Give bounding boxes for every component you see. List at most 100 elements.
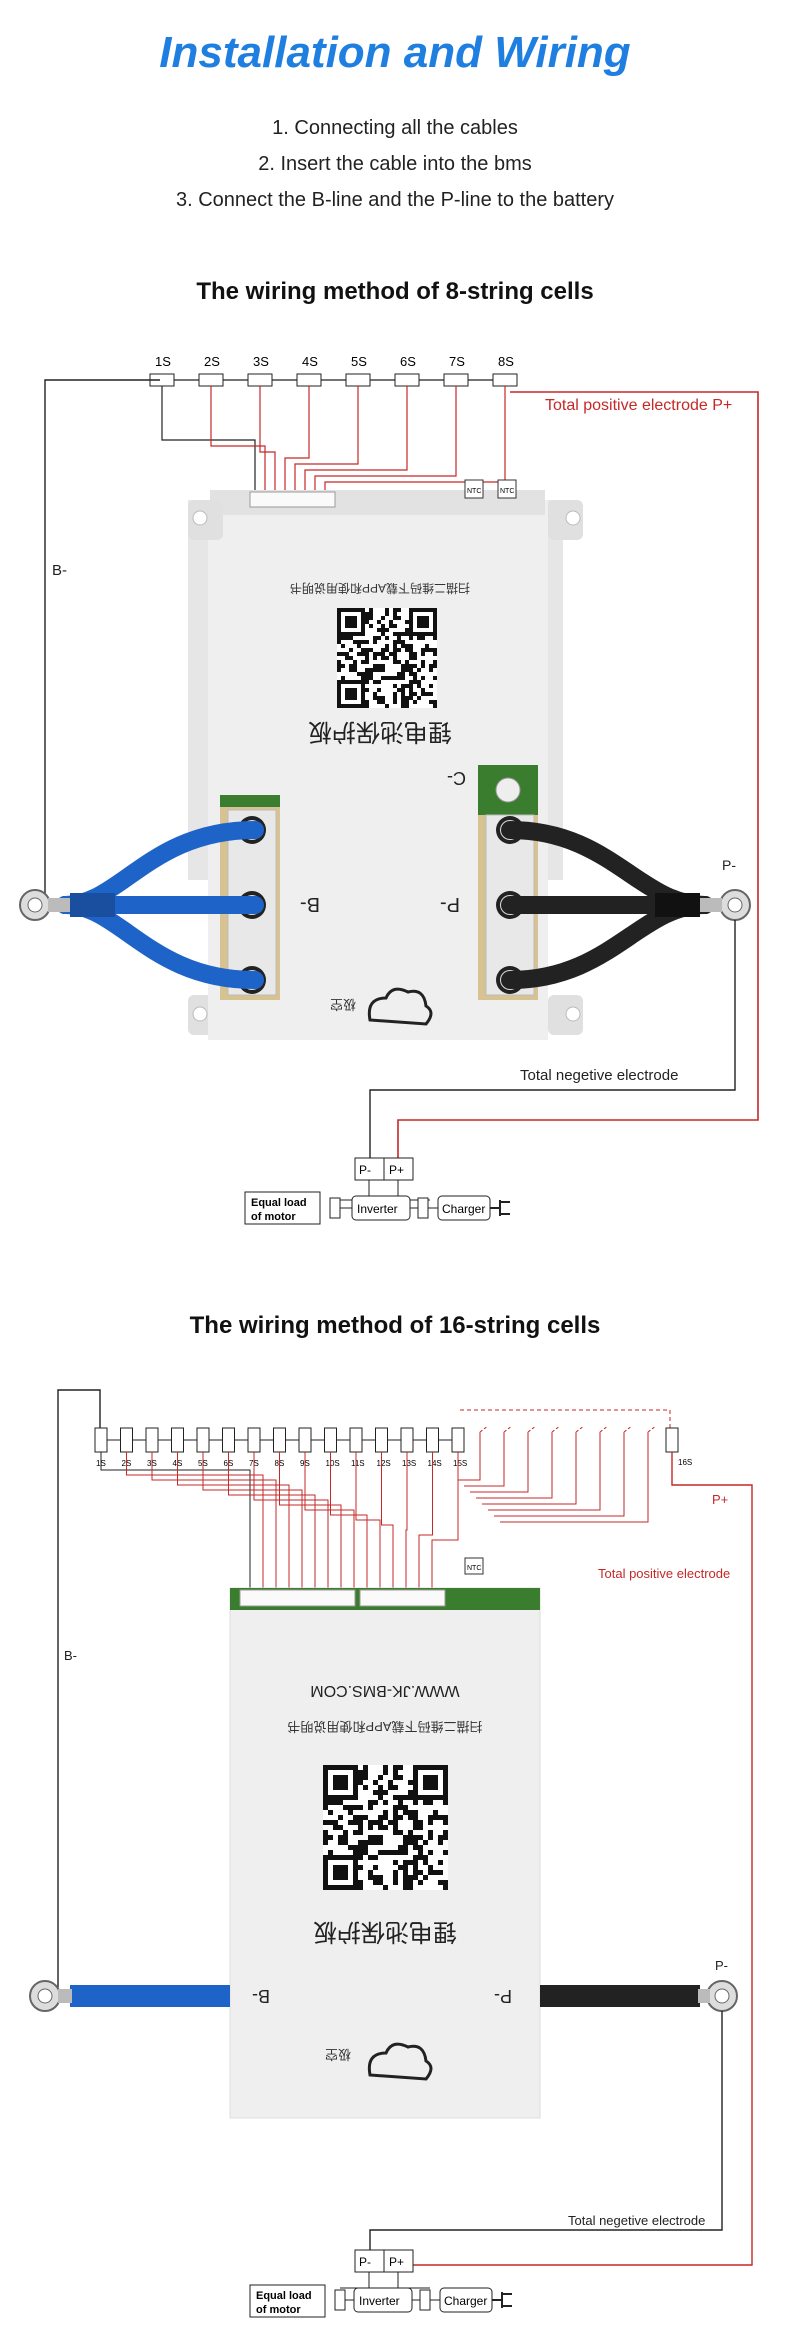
total-negative-label: Total negetive electrode: [520, 1067, 678, 1084]
charger-label-16: Charger: [444, 2294, 487, 2308]
charger-label: Charger: [442, 1202, 485, 1216]
pp-label-16: P+: [389, 2255, 404, 2269]
cell-fuse16-2: [120, 1427, 133, 1453]
cloud-logo: [367, 987, 433, 1026]
total-negative-wire-16: [369, 2011, 723, 2250]
cell-fuse16-15: [451, 1427, 465, 1453]
board-title-16: 锂电池保护板: [313, 1918, 457, 1945]
dashed-cell-region: [460, 1409, 671, 1433]
b-minus-wire: [36, 379, 160, 906]
cell16-label-15: 15S: [453, 1459, 467, 1468]
p-minus-label-16: P-: [715, 1958, 728, 1973]
pp-terminal-16: P- P+: [340, 2249, 430, 2289]
board-url: WWW.JK-BMS.COM: [310, 1682, 459, 1699]
board-scan-text-16: 扫描二维码下载APP和使用说明书: [287, 1719, 482, 1734]
load-row-16: Equal load of motor Inverter Charger: [249, 2284, 512, 2318]
p-minus-label: P-: [722, 857, 736, 873]
cloud-logo-16: [367, 2042, 433, 2081]
diagram16-title: The wiring method of 16-string cells: [189, 1312, 601, 1339]
plug-icon-16: [492, 2292, 512, 2308]
cell-fuse16-10: [324, 1427, 337, 1453]
cell-label-5: 5S: [351, 354, 367, 369]
qr-code: [337, 608, 437, 708]
equal-load-label: Equal load: [251, 1197, 307, 1209]
step-1: 1. Connecting all the cables: [272, 117, 518, 139]
total-positive-label-16: Total positive electrode: [598, 1566, 730, 1581]
cell-fuse16-5: [196, 1427, 210, 1453]
cell-label-3: 3S: [253, 354, 269, 369]
step-3: 3. Connect the B-line and the P-line to …: [175, 189, 615, 211]
cell16-label-11: 11S: [351, 1459, 365, 1468]
total-negative-label-16: Total negetive electrode: [568, 2213, 705, 2228]
ntc-label-16: NTC: [467, 1565, 481, 1572]
p-ring-terminal: [700, 889, 751, 921]
cell-fuse16-4: [171, 1427, 184, 1453]
cell16-label-12: 12S: [377, 1459, 391, 1468]
cell-fuse16-3: [145, 1427, 159, 1453]
cell-label-2: 2S: [204, 354, 220, 369]
cell-fuse16-13: [400, 1427, 414, 1453]
cell-fuse16-12: [375, 1427, 388, 1453]
c-minus-label: C-: [447, 768, 466, 788]
steps-list: 1. Connecting all the cables 2. Insert t…: [0, 110, 790, 218]
brand-label-16: 极空: [325, 2047, 351, 2062]
board-scan-text: 扫描二维码下载APP和使用说明书: [290, 581, 470, 596]
cell-fuse16-8: [273, 1427, 286, 1453]
board-b-minus-16: B-: [252, 1986, 270, 2006]
cell-16s: 16S: [665, 1427, 692, 1467]
board-p-minus: P-: [440, 893, 460, 915]
total-positive-wire: [397, 391, 759, 1175]
equal-load-label-16: Equal load: [256, 2290, 312, 2302]
b-minus-label: B-: [52, 562, 67, 579]
b-ring-terminal: [19, 889, 70, 921]
b-minus-label-16: B-: [64, 1648, 77, 1663]
cell-label-4: 4S: [302, 354, 318, 369]
b-minus-wire-16: [45, 1389, 101, 1996]
cell16-label-14: 14S: [428, 1459, 442, 1468]
inverter-label: Inverter: [357, 1202, 398, 1216]
p-ring-16: [698, 1980, 738, 2012]
total-positive-label: Total positive electrode P+: [545, 397, 732, 414]
pp-terminal-8: P- P+: [340, 1157, 430, 1201]
cell-fuse-3: [247, 373, 273, 387]
step-2: 2. Insert the cable into the bms: [258, 153, 532, 175]
cell-fuse16-14: [426, 1427, 439, 1453]
board-title: 锂电池保护板: [308, 718, 452, 745]
cell-fuse-6: [394, 373, 420, 387]
cell-label-7: 7S: [449, 354, 465, 369]
cell-label-1: 1S: [155, 354, 171, 369]
cell-fuse-2: [198, 373, 224, 387]
cell-fuse16-9: [298, 1427, 312, 1453]
cell-fuse-7: [443, 373, 469, 387]
cell-label-8: 8S: [498, 354, 514, 369]
brand-label: 极空: [330, 997, 356, 1012]
inverter-label-16: Inverter: [359, 2294, 400, 2308]
p-plus-label-16: P+: [712, 1492, 728, 1507]
p-terminal-block: [478, 765, 538, 1000]
cell16-label-10: 10S: [326, 1459, 340, 1468]
p-cable-16: [540, 1985, 700, 2007]
cell-fuse16-6: [222, 1427, 235, 1453]
qr-code-16: [323, 1765, 448, 1890]
cell-16s-label: 16S: [678, 1458, 692, 1467]
pm-label-16: P-: [359, 2255, 371, 2269]
b-cable-16: [70, 1985, 230, 2007]
pm-label: P-: [359, 1163, 371, 1177]
load-row-8: Equal load of motor Inverter Charger: [244, 1191, 510, 1225]
of-motor-label-16: of motor: [256, 2304, 301, 2316]
ntc-label-1: NTC: [467, 488, 481, 495]
b-cables: [56, 821, 264, 989]
b-ring-16: [29, 1980, 72, 2012]
board-p-minus-16: P-: [494, 1986, 512, 2006]
board-b-minus: B-: [300, 893, 320, 915]
cell-fuse-8: [492, 373, 518, 387]
of-motor-label: of motor: [251, 1211, 296, 1223]
page-title: Installation and Wiring: [159, 28, 631, 77]
pp-label: P+: [389, 1163, 404, 1177]
cell16-label-13: 13S: [402, 1459, 416, 1468]
cell-fuse16-7: [247, 1427, 261, 1453]
total-negative-wire: [369, 920, 736, 1175]
